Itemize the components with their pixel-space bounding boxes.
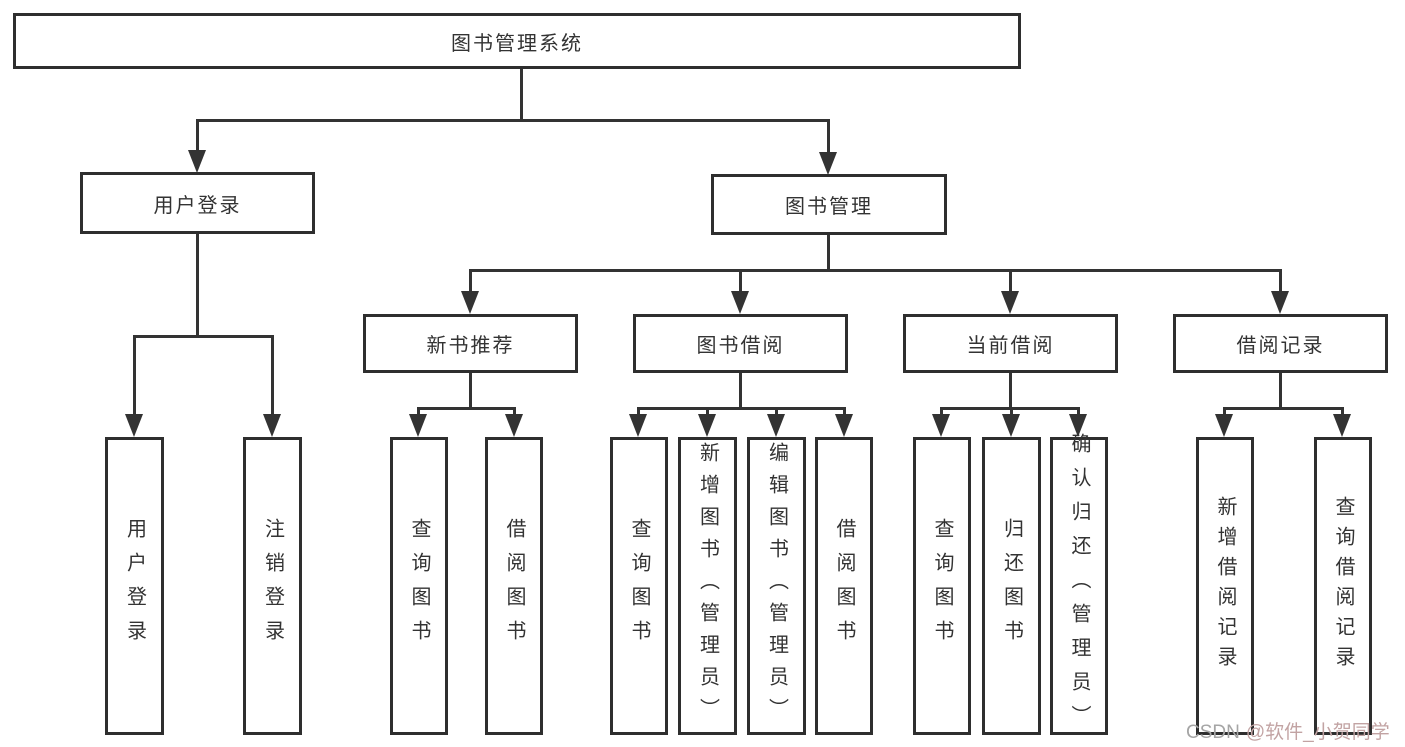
node-book-borrow: 图书借阅 [633, 314, 848, 373]
connector-line [1223, 408, 1226, 416]
node-current-borrow: 当前借阅 [903, 314, 1118, 373]
connector-line [739, 270, 742, 292]
connector-line [1010, 408, 1013, 416]
arrow-down-icon [1333, 414, 1351, 437]
node-label: 新书推荐 [426, 335, 515, 357]
arrow-down-icon [125, 414, 143, 437]
leaf-query-books-1: 查询图书 [390, 437, 448, 735]
node-root: 图书管理系统 [13, 13, 1021, 69]
leaf-label: 注销登录 [261, 518, 284, 654]
leaf-return-book: 归还图书 [982, 437, 1041, 735]
connector-line [637, 407, 846, 410]
arrow-down-icon [932, 414, 950, 437]
connector-line [417, 407, 516, 410]
arrow-down-icon [1271, 291, 1289, 314]
connector-line [469, 270, 472, 292]
node-label: 用户登录 [153, 194, 242, 217]
connector-line [133, 335, 274, 338]
leaf-label: 借阅图书 [503, 518, 525, 654]
arrow-down-icon [1069, 414, 1087, 437]
leaf-add-borrow-record: 新增借阅记录 [1196, 437, 1254, 735]
node-label: 图书管理 [785, 196, 873, 218]
leaf-label: 新增借阅记录 [1214, 496, 1236, 676]
connector-line [739, 373, 742, 408]
arrow-down-icon [409, 414, 427, 437]
connector-line [133, 336, 136, 415]
connector-line [827, 235, 830, 270]
connector-line [637, 408, 640, 416]
node-root-label: 图书管理系统 [451, 32, 583, 55]
arrow-down-icon [188, 150, 206, 173]
leaf-label: 查询借阅记录 [1332, 496, 1354, 676]
leaf-logout: 注销登录 [243, 437, 302, 735]
connector-line [271, 336, 274, 415]
leaf-label: 用户登录 [123, 518, 146, 654]
watermark: CSDN@软件_小贺同学 [1186, 717, 1390, 744]
arrow-down-icon [1215, 414, 1233, 437]
connector-line [417, 408, 420, 416]
watermark-site: CSDN [1186, 722, 1240, 743]
connector-line [196, 119, 830, 122]
node-label: 当前借阅 [966, 335, 1055, 357]
arrow-down-icon [731, 291, 749, 314]
leaf-label: 编辑图书（管理员） [765, 442, 788, 730]
node-label: 借阅记录 [1236, 335, 1325, 357]
connector-line [520, 68, 523, 120]
arrow-down-icon [698, 414, 716, 437]
connector-line [1077, 408, 1080, 416]
leaf-query-books-2: 查询图书 [610, 437, 668, 735]
arrow-down-icon [1002, 414, 1020, 437]
connector-line [775, 408, 778, 416]
leaf-label: 确认归还（管理员） [1068, 433, 1090, 739]
leaf-confirm-return-admin: 确认归还（管理员） [1050, 433, 1108, 739]
node-book-management: 图书管理 [711, 174, 947, 235]
connector-line [843, 408, 846, 416]
leaf-edit-book-admin: 编辑图书（管理员） [747, 437, 806, 735]
leaf-label: 归还图书 [1000, 518, 1023, 654]
arrow-down-icon [263, 414, 281, 437]
connector-line [1279, 373, 1282, 408]
leaf-query-books-3: 查询图书 [913, 437, 971, 735]
connector-line [196, 120, 199, 151]
leaf-label: 查询图书 [408, 518, 430, 654]
leaf-label: 查询图书 [628, 518, 650, 654]
leaf-add-book-admin: 新增图书（管理员） [678, 437, 737, 735]
connector-line [513, 408, 516, 416]
node-user-login-branch: 用户登录 [80, 172, 315, 234]
connector-line [1223, 407, 1344, 410]
leaf-borrow-books-2: 借阅图书 [815, 437, 873, 735]
leaf-user-login: 用户登录 [105, 437, 164, 735]
arrow-down-icon [1001, 291, 1019, 314]
connector-line [196, 234, 199, 336]
node-label: 图书借阅 [696, 335, 785, 357]
arrow-down-icon [629, 414, 647, 437]
connector-line [1009, 270, 1012, 292]
connector-line [706, 408, 709, 416]
connector-line [469, 373, 472, 408]
arrow-down-icon [461, 291, 479, 314]
arrow-down-icon [835, 414, 853, 437]
arrow-down-icon [767, 414, 785, 437]
arrow-down-icon [819, 152, 837, 175]
watermark-handle: @软件_小贺同学 [1245, 722, 1390, 743]
leaf-label: 查询图书 [931, 518, 953, 654]
leaf-borrow-books-1: 借阅图书 [485, 437, 543, 735]
connector-line [1279, 270, 1282, 292]
connector-line [469, 269, 1282, 272]
leaf-query-borrow-record: 查询借阅记录 [1314, 437, 1372, 735]
connector-line [827, 120, 830, 152]
node-new-book-recommend: 新书推荐 [363, 314, 578, 373]
connector-line [940, 408, 943, 416]
leaf-label: 借阅图书 [833, 518, 855, 654]
connector-line [1341, 408, 1344, 416]
arrow-down-icon [505, 414, 523, 437]
node-borrow-records: 借阅记录 [1173, 314, 1388, 373]
connector-line [1009, 373, 1012, 408]
leaf-label: 新增图书（管理员） [696, 442, 719, 730]
